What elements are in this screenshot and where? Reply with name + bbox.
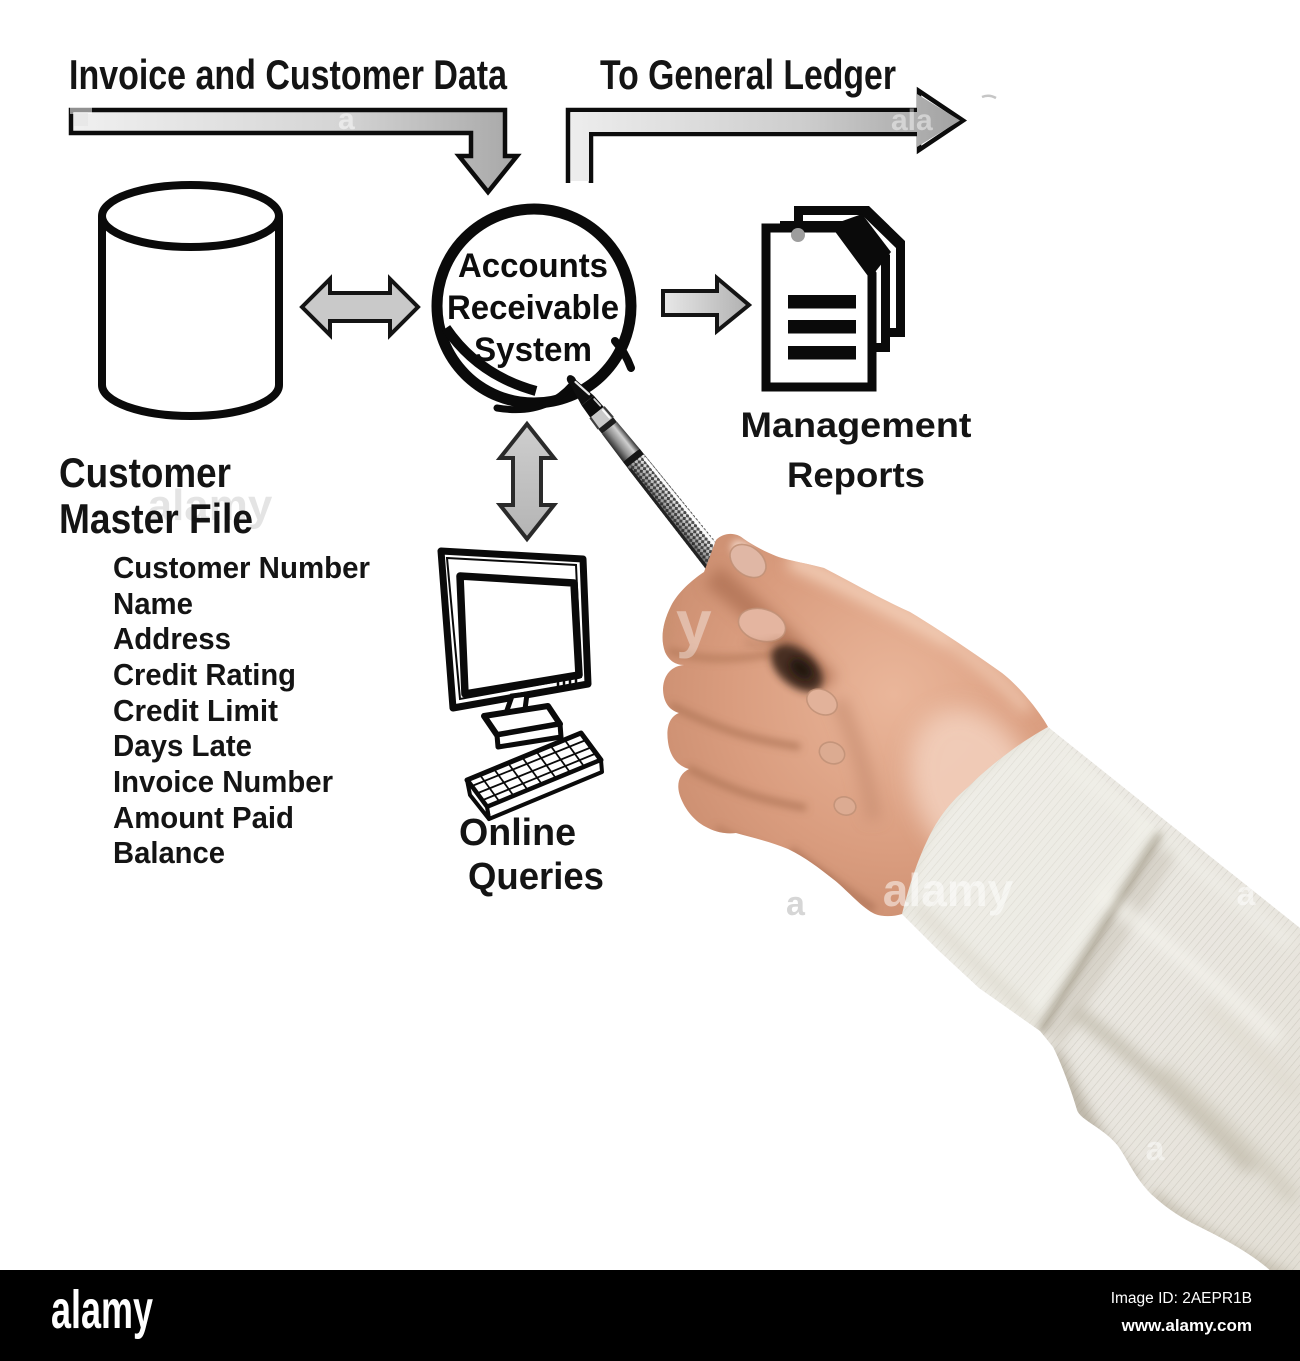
svg-text:alamy: alamy	[883, 864, 1014, 916]
svg-text:Accounts: Accounts	[458, 247, 608, 285]
svg-text:www.alamy.com: www.alamy.com	[1121, 1316, 1252, 1335]
svg-text:Queries: Queries	[468, 856, 604, 898]
svg-text:Days Late: Days Late	[113, 728, 252, 763]
svg-text:Address: Address	[113, 621, 231, 656]
svg-text:Receivable: Receivable	[447, 289, 619, 327]
svg-text:a: a	[338, 103, 355, 136]
svg-text:Image ID: 2AEPR1B: Image ID: 2AEPR1B	[1111, 1290, 1252, 1307]
svg-text:Name: Name	[113, 586, 193, 621]
svg-text:To General Ledger: To General Ledger	[600, 51, 896, 98]
svg-text:Amount Paid: Amount Paid	[113, 800, 294, 835]
svg-text:Master File: Master File	[59, 495, 253, 542]
svg-text:a: a	[1146, 1130, 1166, 1168]
svg-text:Customer: Customer	[59, 449, 231, 496]
svg-text:Customer Number: Customer Number	[113, 550, 370, 585]
svg-text:Balance: Balance	[113, 835, 225, 870]
svg-text:a: a	[1187, 1220, 1207, 1258]
svg-text:Invoice Number: Invoice Number	[113, 764, 333, 799]
svg-text:Invoice and Customer Data: Invoice and Customer Data	[69, 51, 508, 98]
svg-text:a: a	[1237, 875, 1257, 913]
svg-text:ala: ala	[891, 104, 933, 137]
svg-text:y: y	[676, 587, 712, 659]
svg-text:alamy: alamy	[51, 1280, 153, 1340]
svg-text:Management: Management	[741, 406, 972, 445]
svg-text:a: a	[786, 885, 806, 923]
svg-text:Credit Limit: Credit Limit	[113, 693, 278, 728]
svg-text:Online: Online	[459, 812, 576, 854]
svg-text:Credit Rating: Credit Rating	[113, 657, 296, 692]
svg-text:Reports: Reports	[787, 456, 925, 495]
svg-text:System: System	[474, 331, 592, 369]
svg-text:alamy: alamy	[148, 481, 273, 530]
